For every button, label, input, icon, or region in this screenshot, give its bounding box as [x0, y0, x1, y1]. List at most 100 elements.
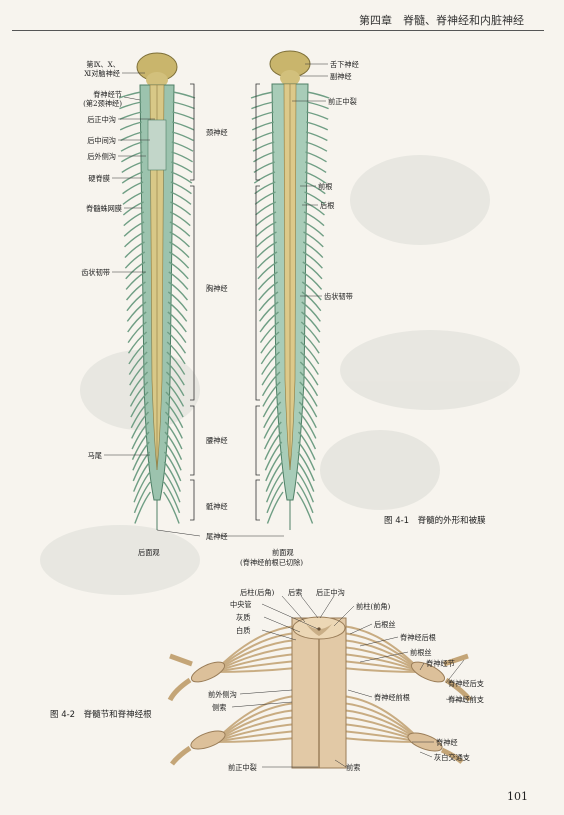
label-hypoglossal-nerve: 舌下神经 [330, 60, 359, 69]
nerve-root [256, 241, 278, 259]
nerve-root [124, 241, 145, 259]
label-denticulate-ligament-post: 齿状韧带 [81, 268, 110, 277]
nerve-root [266, 491, 284, 524]
nerve-root [265, 451, 283, 482]
nerve-root [299, 391, 318, 418]
nerve-root [165, 371, 185, 397]
nerve-root [299, 381, 318, 407]
nerve-root [122, 201, 144, 216]
label-posterolateral-sulcus: 后外侧沟 [87, 152, 116, 161]
label-anterior-median-fissure: 前正中裂 [328, 97, 357, 106]
nerve-root [122, 191, 144, 205]
label-spinal-ganglion-2: 脊神经节 [426, 659, 455, 668]
nerve-root [130, 391, 149, 418]
nerve-root [254, 181, 276, 195]
nerve-root [296, 471, 315, 503]
label-anterolateral-sulcus: 前外侧沟 [208, 690, 237, 699]
nerve-root [121, 151, 143, 163]
nerve-root [254, 191, 276, 205]
nerve-root [163, 461, 181, 492]
nerve-root [302, 241, 324, 259]
nerve-root [165, 381, 185, 407]
nerve-root [127, 331, 148, 354]
nerve-root [120, 131, 143, 142]
label-posterior-root-2: 脊神经后根 [400, 633, 436, 642]
posterior-view-figure [118, 52, 196, 530]
nerve-root [297, 461, 315, 492]
nerve-root [128, 341, 148, 365]
nerve-root [262, 381, 281, 407]
nerve-root [255, 201, 277, 216]
nerve-root [131, 421, 150, 450]
nerve-root [260, 331, 280, 354]
nerve-root [168, 261, 189, 280]
nerve-root [172, 91, 196, 99]
nerve-root [132, 451, 151, 482]
nerve-root [125, 261, 146, 280]
nerve-root [259, 321, 280, 344]
nerve-root [251, 121, 274, 131]
nerve-root [169, 211, 191, 227]
label-posterior-intermediate-sulcus: 后中间沟 [87, 136, 116, 145]
nerve-root [253, 161, 275, 174]
label-coccygeal-nerve: 尾神经 [206, 532, 228, 541]
nerve-root [299, 361, 319, 386]
label-rami-communicantes: 灰白交通支 [434, 753, 470, 762]
nerve-root [306, 111, 329, 120]
nerve-root [300, 321, 321, 344]
nerve-root [253, 171, 276, 184]
label-lumbar-nerves: 腰神经 [206, 436, 228, 445]
label-central-canal: 中央管 [230, 600, 252, 609]
nerve-root [304, 191, 326, 205]
nerve-root [166, 331, 187, 354]
nerve-root [257, 271, 278, 290]
nerve-root [303, 211, 325, 227]
nerve-root [134, 491, 151, 524]
nerve-root [298, 411, 317, 439]
label-second-cervical: (第2颈神经) [83, 99, 122, 108]
nerve-root [297, 431, 316, 460]
nerve-root [125, 281, 146, 301]
nerve-root [171, 131, 194, 142]
label-denticulate-ligament-ant: 齿状韧带 [324, 292, 353, 301]
nerve-root [306, 101, 329, 110]
rootlet [213, 730, 297, 743]
nerve-root [124, 231, 145, 248]
nerve-root [305, 161, 327, 174]
nerve-root [261, 371, 281, 397]
nerve-root [251, 111, 274, 120]
nerve-root [171, 161, 193, 174]
label-posterior-ramus: 脊神经后支 [448, 679, 484, 688]
label-spinal-nerve: 脊神经 [436, 738, 458, 747]
label-anterior-median-fissure-2: 前正中裂 [228, 763, 257, 772]
nerve-root [172, 101, 195, 110]
nerve-root [301, 311, 321, 333]
rootlet [213, 667, 297, 673]
nerve-root [127, 311, 147, 333]
nerve-root [164, 411, 183, 439]
label-anterior-view-note: (脊神经前根已切除) [240, 558, 304, 567]
nerve-root [252, 141, 275, 152]
label-accessory-nerve: 副神经 [330, 72, 352, 81]
nerve-root [172, 121, 195, 131]
nerve-root [121, 161, 143, 174]
nerve-root [302, 261, 323, 280]
nerve-root [171, 141, 194, 152]
nerve-root [263, 411, 282, 439]
nerve-root [252, 131, 275, 142]
nerve-root [296, 491, 314, 524]
label-anterior-rootlets: 前根丝 [410, 648, 432, 657]
nerve-root [119, 121, 142, 131]
nerve-root [301, 281, 322, 301]
nerve-root [304, 181, 326, 195]
label-posterior-median-sulcus-2: 后正中沟 [316, 588, 345, 597]
nerve-root [251, 101, 274, 110]
nerve-root [124, 251, 146, 269]
nerve-root [302, 271, 323, 290]
nerve-root [305, 151, 327, 163]
nerve-root [297, 441, 316, 471]
nerve-root [131, 431, 150, 460]
nerve-root [164, 431, 183, 460]
label-thoracic-nerves: 胸神经 [206, 284, 228, 293]
nerve-root [121, 171, 144, 184]
